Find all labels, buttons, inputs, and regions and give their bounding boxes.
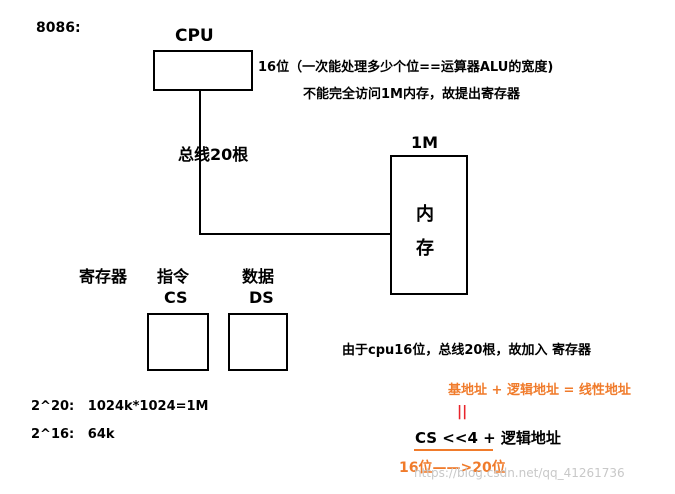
- cpu-label: CPU: [175, 26, 214, 46]
- formula-main: CS <<4 + 逻辑地址: [415, 429, 561, 447]
- cs-register-name: CS: [164, 288, 188, 307]
- cs-register-box: [147, 313, 209, 371]
- memory-box: [390, 155, 468, 295]
- formula-bottom: 16位——>20位: [399, 460, 506, 476]
- cs-register-caption: 指令: [157, 267, 190, 286]
- formula-top: 基地址 + 逻辑地址 = 线性地址: [448, 383, 631, 398]
- title: 8086:: [36, 20, 81, 36]
- memory-char-1: 内: [416, 204, 434, 225]
- cpu-note-line2: 不能完全访问1M内存，故提出寄存器: [303, 87, 520, 102]
- cpu-box: [153, 50, 253, 91]
- ds-register-name: DS: [249, 288, 274, 307]
- ds-register-caption: 数据: [242, 267, 275, 286]
- watermark: https://blog.csdn.net/qq_41261736: [414, 466, 625, 480]
- reason-text: 由于cpu16位，总线20根，故加入 寄存器: [342, 343, 591, 358]
- memory-size-label: 1M: [411, 133, 439, 152]
- memory-char-2: 存: [416, 238, 434, 259]
- calc-line-2: 2^16: 64k: [31, 427, 115, 442]
- formula-equals-mark: ||: [457, 404, 468, 420]
- bus-horizontal-line: [199, 233, 391, 235]
- cpu-note-line1: 16位（一次能处理多少个位==运算器ALU的宽度): [258, 60, 554, 75]
- bus-label: 总线20根: [178, 145, 249, 164]
- ds-register-box: [228, 313, 288, 371]
- bus-vertical-line: [199, 91, 201, 234]
- formula-underline: [414, 449, 493, 451]
- registers-label: 寄存器: [79, 267, 128, 286]
- calc-line-1: 2^20: 1024k*1024=1M: [31, 399, 209, 414]
